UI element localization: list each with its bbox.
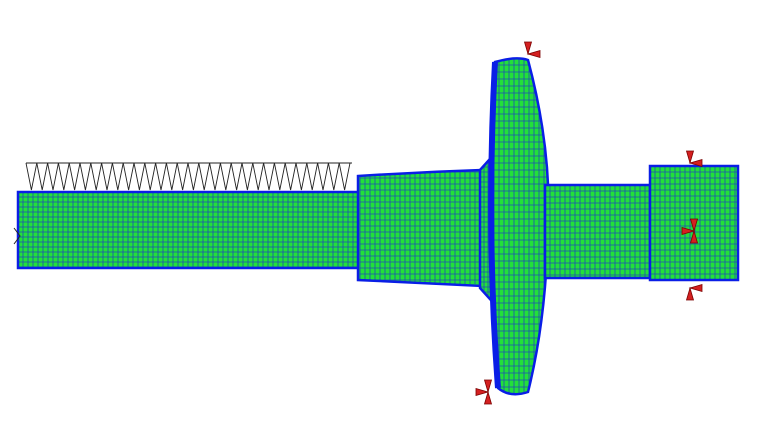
journal-mid-support [681, 218, 699, 244]
disk-top-support [523, 41, 541, 59]
load-arrow [90, 162, 103, 191]
load-arrow [219, 162, 232, 191]
load-arrow [133, 162, 146, 191]
support-triangle [526, 49, 541, 59]
load-arrow [306, 162, 319, 191]
support-triangle [689, 229, 699, 244]
load-arrow [47, 162, 59, 191]
disk-bottom-support [475, 379, 493, 405]
support-triangle [475, 387, 490, 397]
load-arrow [144, 162, 157, 191]
load-arrow [25, 162, 38, 191]
support-triangle [523, 41, 533, 56]
end-load-marker [13, 227, 21, 245]
load-arrow [36, 162, 49, 191]
load-arrow [327, 162, 340, 191]
shaft-segment-hub [356, 168, 484, 288]
journal-top-support [685, 150, 703, 168]
support-triangle [685, 150, 695, 165]
shaft-segment-right [543, 183, 652, 280]
journal-bottom-support [685, 283, 703, 301]
load-arrow [209, 162, 221, 191]
support-triangle [483, 390, 493, 405]
support-triangle [483, 379, 493, 394]
load-arrow [198, 162, 211, 191]
load-arrow [68, 162, 81, 191]
support-triangle [681, 226, 696, 236]
load-arrow [122, 162, 135, 191]
load-arrow [111, 162, 124, 191]
load-arrow [101, 162, 113, 191]
load-arrow [284, 162, 297, 191]
load-arrow [187, 162, 200, 191]
load-arrow [317, 162, 329, 191]
load-arrow [273, 162, 286, 191]
load-arrow [176, 162, 189, 191]
load-arrow [79, 162, 92, 191]
load-arrow [252, 162, 265, 191]
load-arrow [338, 162, 351, 191]
distributed-load-arrows [25, 162, 352, 191]
load-arrow [295, 162, 308, 191]
boundary-constraints [475, 41, 703, 405]
load-arrow [230, 162, 243, 191]
shaft-segment-left [16, 190, 362, 270]
load-arrow [263, 162, 275, 191]
load-arrow [57, 162, 70, 191]
load-arrow [155, 162, 167, 191]
support-triangle [685, 286, 695, 301]
load-arrow [241, 162, 254, 191]
load-arrow [165, 162, 178, 191]
support-triangle [689, 218, 699, 233]
bearing-journal [648, 164, 740, 282]
support-triangle [688, 158, 703, 168]
support-triangle [688, 283, 703, 293]
disk-flange [488, 57, 550, 396]
